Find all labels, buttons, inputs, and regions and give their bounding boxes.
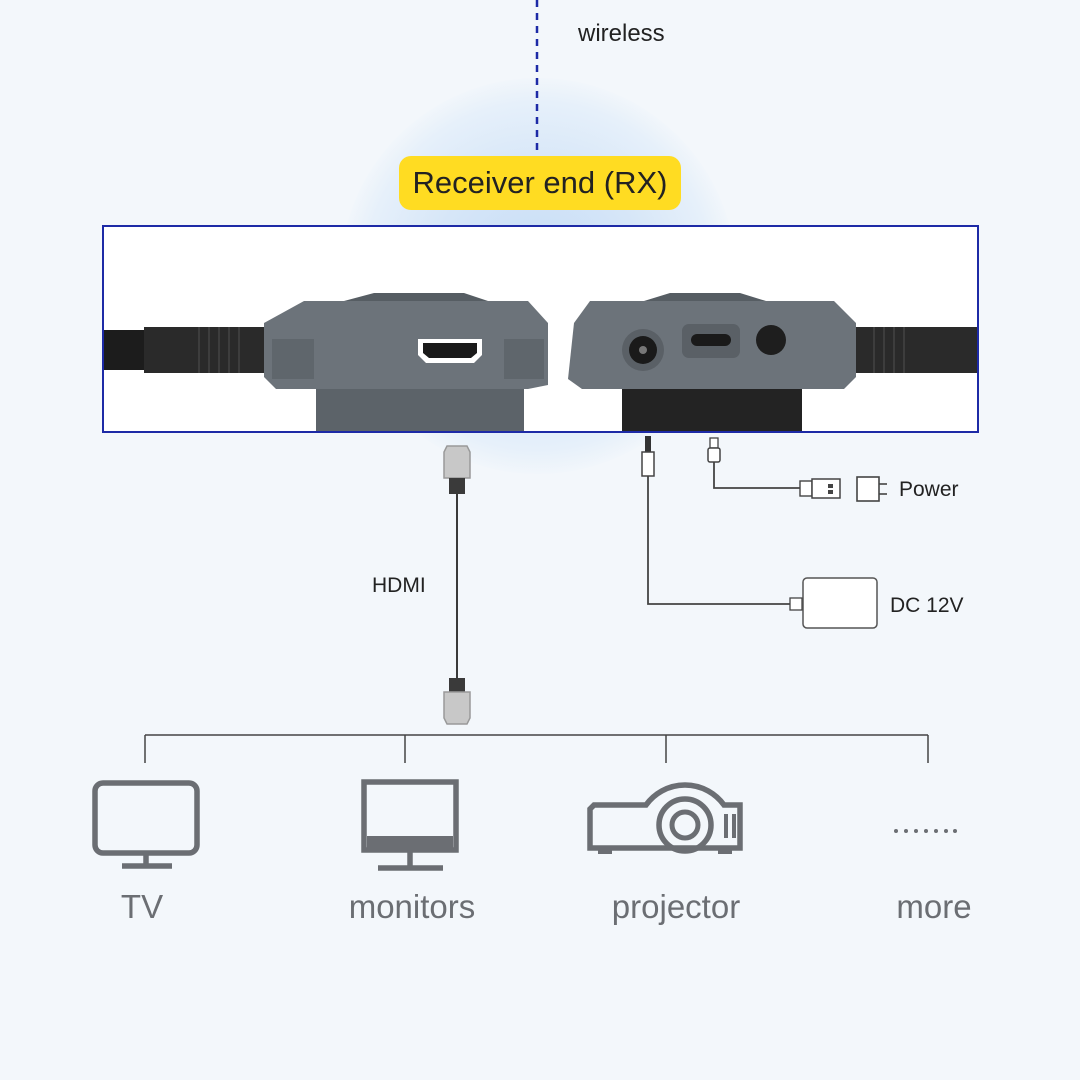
usb-c-plug-icon (707, 437, 721, 463)
wireless-label: wireless (578, 20, 665, 47)
output-label-tv: TV (120, 888, 164, 925)
output-label-more: more (896, 888, 972, 925)
ellipsis-icon (894, 829, 957, 833)
power-label: Power (899, 478, 959, 501)
dc-cable (647, 476, 792, 605)
output-label-monitors: monitors (348, 888, 476, 925)
output-distribution-bracket (144, 734, 929, 763)
receiver-title-badge: Receiver end (RX) (399, 156, 681, 210)
right-antenna-cable (856, 327, 977, 373)
receiver-device-frame (102, 225, 979, 433)
dc-adapter-icon (802, 577, 878, 629)
monitor-icon (361, 779, 459, 871)
device-button (756, 325, 786, 355)
output-label-projector: projector (611, 888, 741, 925)
left-device-body (264, 301, 548, 389)
power-cable (713, 462, 800, 489)
power-adapter-icon (856, 476, 887, 502)
hdmi-label: HDMI (372, 574, 426, 597)
hdmi-connector-bottom-icon (443, 678, 471, 725)
usb-a-plug-icon (799, 478, 841, 499)
receiver-device-illustration (104, 293, 977, 431)
hdmi-connector-top-icon (443, 445, 471, 494)
dc-12v-label: DC 12V (890, 594, 964, 617)
tv-icon (92, 780, 200, 869)
projector-icon (587, 782, 743, 854)
dc-plug-icon (641, 436, 655, 477)
